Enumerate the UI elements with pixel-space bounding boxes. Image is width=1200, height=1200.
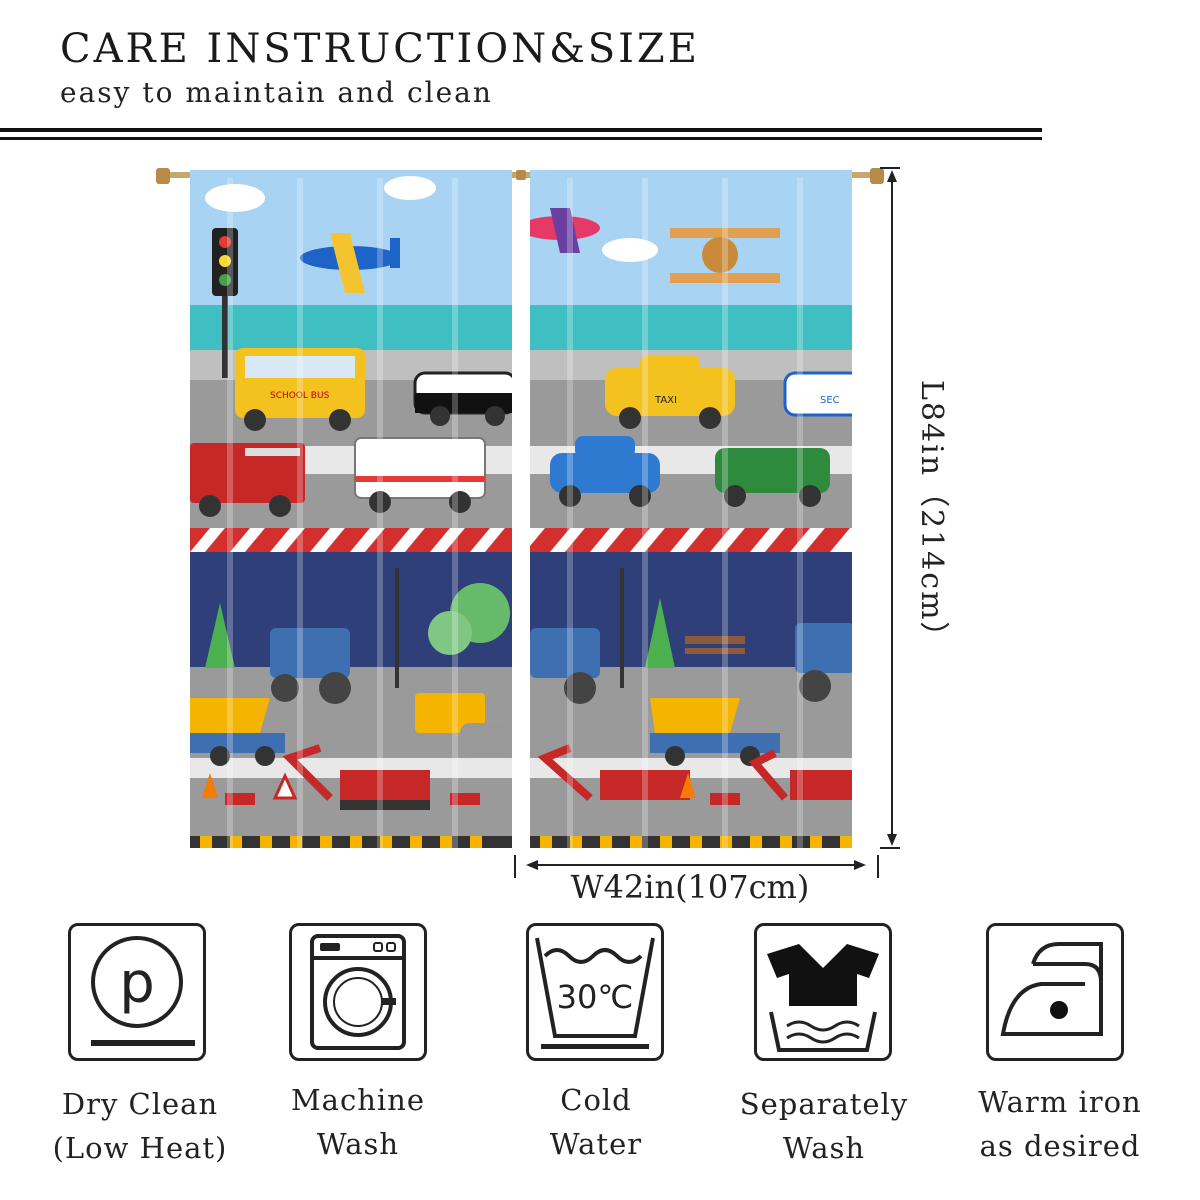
washing-machine-icon: [289, 923, 427, 1061]
svg-text:TAXI: TAXI: [654, 395, 677, 406]
length-dimension-label: L84in（214cm）: [914, 380, 949, 654]
divider-thin: [0, 137, 1042, 140]
separate-wash-shirt-icon: [754, 923, 892, 1061]
page-title: CARE INSTRUCTION&SIZE: [60, 26, 700, 72]
curtain-panel-left: SCHOOL BUS: [190, 170, 512, 848]
curtain-panel-right: TAXI SEC: [530, 170, 852, 848]
dimension-lines: [514, 167, 900, 878]
care-label-dry-clean: Dry Clean(Low Heat): [52, 1087, 228, 1165]
warm-iron-icon: [986, 923, 1124, 1061]
dry-clean-p-icon: p: [68, 923, 206, 1061]
curtain-product-image: SCHOOL BUS: [156, 168, 884, 848]
svg-text:p: p: [119, 951, 155, 1016]
svg-text:SCHOOL BUS: SCHOOL BUS: [270, 391, 330, 401]
svg-text:SEC: SEC: [820, 395, 840, 406]
svg-text:30℃: 30℃: [557, 978, 634, 1016]
width-dimension-label: W42in(107cm): [570, 868, 810, 906]
divider-thick: [0, 128, 1042, 132]
page-subtitle: easy to maintain and clean: [60, 76, 493, 109]
wash-tub-30c-icon: 30℃: [526, 923, 664, 1061]
